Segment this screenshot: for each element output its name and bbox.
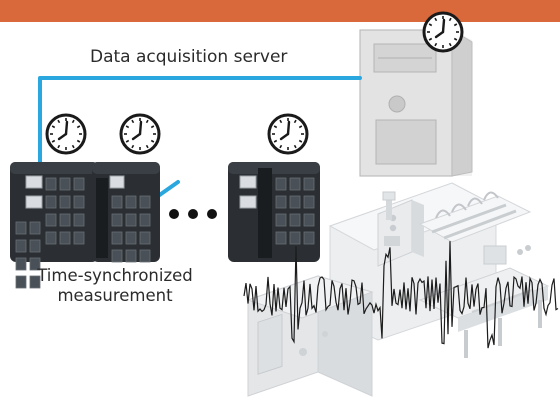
clock-icon (45, 113, 87, 155)
header-band (0, 0, 560, 22)
measurement-label: Time-synchronized measurement (37, 266, 193, 305)
industrial-machine-icon (246, 182, 550, 397)
clock-icon (119, 113, 161, 155)
clock-icon (267, 113, 309, 155)
ethernet-ports (25, 175, 257, 209)
clock-group (45, 11, 464, 155)
vibration-waveform (243, 241, 559, 349)
measurement-module-icon (92, 162, 160, 262)
clock-icon (422, 11, 464, 53)
server-tower-icon (359, 29, 473, 177)
server-label: Data acquisition server (90, 47, 288, 67)
terminal-blocks (15, 177, 315, 289)
ellipsis-dots (169, 209, 217, 219)
